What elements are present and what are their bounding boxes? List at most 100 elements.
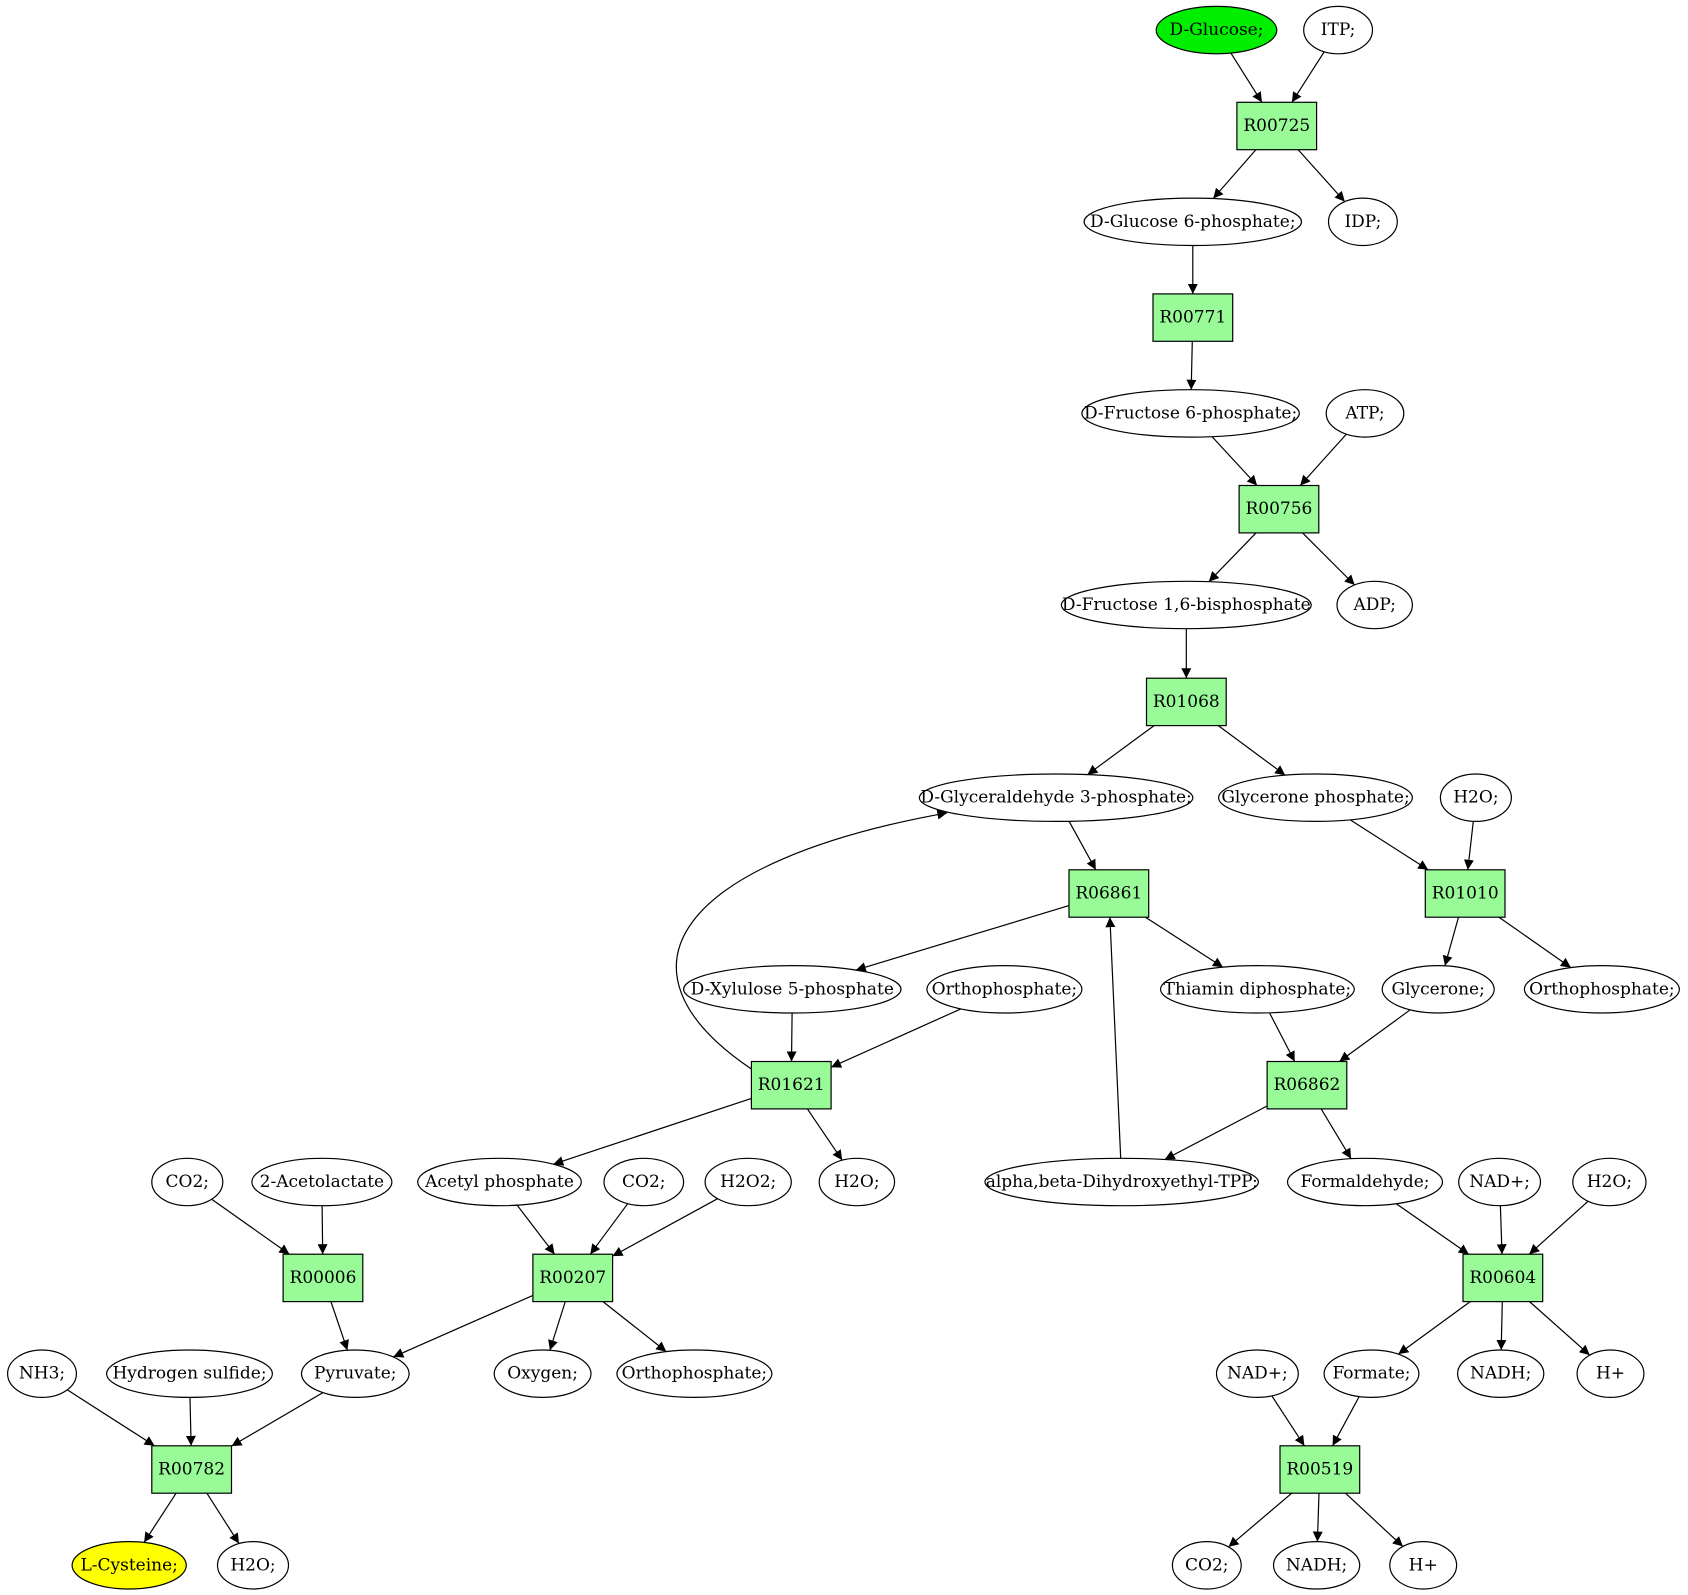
node-label: Orthophosphate; — [932, 979, 1077, 999]
metabolite-node-fbp: D-Fructose 1,6-bisphosphate — [1060, 580, 1312, 630]
edge-itp-to-r00725 — [1291, 51, 1325, 103]
edge-gap-to-r06861 — [1068, 821, 1097, 871]
node-ellipse — [151, 1157, 224, 1207]
metabolite-node-h2o-c: H2O; — [1572, 1157, 1647, 1207]
node-ellipse — [1303, 5, 1374, 55]
node-ellipse — [818, 1157, 896, 1207]
node-ellipse — [1523, 964, 1681, 1014]
metabolite-node-co2-a: CO2; — [151, 1157, 224, 1207]
edge-r01621-to-h2o_b — [806, 1108, 843, 1161]
edge-r01068-to-dhap — [1217, 725, 1286, 776]
edge-r00782-to-l_cysteine — [143, 1492, 177, 1543]
node-label: D-Fructose 1,6-bisphosphate — [1062, 595, 1311, 615]
metabolite-node-g6p: D-Glucose 6-phosphate; — [1083, 197, 1303, 247]
node-label: R00519 — [1286, 1460, 1353, 1480]
metabolite-node-h2o2: H2O2; — [704, 1157, 792, 1207]
metabolite-node-itp: ITP; — [1303, 5, 1374, 55]
node-box — [151, 1445, 233, 1494]
node-ellipse — [926, 964, 1083, 1014]
edge-r00725-to-idp — [1297, 149, 1346, 203]
metabolite-node-adp: ADP; — [1336, 580, 1414, 630]
node-label: R00725 — [1243, 116, 1310, 136]
node-label: D-Xylulose 5-phosphate — [691, 979, 894, 999]
node-box — [1424, 869, 1506, 918]
node-box — [1145, 677, 1227, 727]
metabolite-node-nadh-a: NADH; — [1456, 1349, 1545, 1399]
reaction-node-r00519: R00519 — [1279, 1445, 1361, 1494]
node-label: D-Glucose; — [1170, 20, 1264, 40]
node-label: R00006 — [290, 1268, 357, 1288]
node-ellipse — [1272, 1541, 1361, 1590]
node-box — [1279, 1445, 1361, 1494]
node-label: NADH; — [1470, 1364, 1531, 1384]
node-label: NAD+; — [1227, 1364, 1288, 1384]
node-ellipse — [1171, 1541, 1242, 1590]
node-ellipse — [1389, 1541, 1458, 1590]
edge-r01068-to-gap — [1087, 725, 1155, 776]
edge-he_tpp-to-r06861 — [1105, 917, 1122, 1159]
node-label: R06862 — [1273, 1075, 1340, 1095]
edge-dhap-to-r01010 — [1349, 819, 1429, 871]
metabolite-node-glycerone: Glycerone; — [1381, 964, 1495, 1014]
node-label: CO2; — [1185, 1555, 1229, 1575]
node-label: R06861 — [1075, 884, 1142, 904]
reaction-node-r01010: R01010 — [1424, 869, 1506, 918]
node-label: D-Glucose 6-phosphate; — [1090, 212, 1296, 232]
node-ellipse — [251, 1157, 393, 1207]
node-label: NAD+; — [1469, 1172, 1530, 1192]
node-box — [282, 1253, 364, 1303]
edge-nad_b-to-r00519 — [1271, 1395, 1305, 1447]
metabolite-node-oxygen: Oxygen; — [493, 1349, 592, 1399]
node-label: 2-Acetolactate — [260, 1172, 384, 1192]
node-ellipse — [1439, 773, 1513, 823]
node-ellipse — [704, 1157, 792, 1207]
node-label: Formaldehyde; — [1300, 1172, 1429, 1192]
node-label: Orthophosphate; — [622, 1364, 767, 1384]
node-label: R00604 — [1469, 1268, 1536, 1288]
edge-r06861-to-tpp — [1145, 916, 1224, 968]
node-box — [1152, 293, 1234, 342]
metabolite-node-nh3: NH3; — [6, 1349, 78, 1399]
edge-r00006-to-pyruvate — [330, 1301, 349, 1351]
node-label: H2O; — [834, 1172, 879, 1192]
node-box — [750, 1060, 832, 1110]
metabolite-node-pyruvate: Pyruvate; — [300, 1349, 410, 1399]
metabolite-node-hplus-a: H+ — [1576, 1349, 1645, 1399]
node-box — [1266, 1060, 1348, 1110]
edge-tpp-to-r06862 — [1268, 1012, 1296, 1062]
node-label: R00771 — [1159, 308, 1226, 328]
node-label: Glycerone; — [1392, 979, 1485, 999]
node-ellipse — [417, 1157, 582, 1207]
metabolite-node-formaldehyde: Formaldehyde; — [1286, 1157, 1444, 1207]
node-label: D-Fructose 6-phosphate; — [1084, 403, 1297, 423]
node-label: R01010 — [1432, 884, 1499, 904]
edge-r00207-to-pyruvate — [393, 1294, 534, 1358]
node-label: IDP; — [1344, 212, 1381, 232]
metabolite-node-acp: Acetyl phosphate — [417, 1157, 582, 1207]
metabolite-node-h2o-b: H2O; — [818, 1157, 896, 1207]
metabolite-node-pi-b: Orthophosphate; — [1523, 964, 1681, 1014]
node-ellipse — [984, 1157, 1259, 1207]
metabolite-node-pi-c: Orthophosphate; — [616, 1349, 773, 1399]
node-ellipse — [616, 1349, 773, 1399]
metabolite-node-co2-b: CO2; — [603, 1157, 685, 1207]
reaction-node-r00725: R00725 — [1236, 101, 1318, 151]
edge-glycerone-to-r06862 — [1339, 1009, 1411, 1062]
node-label: Orthophosphate; — [1529, 979, 1674, 999]
node-ellipse — [1572, 1157, 1647, 1207]
reaction-node-r00604: R00604 — [1462, 1253, 1544, 1303]
node-ellipse — [1336, 580, 1414, 630]
node-label: R00756 — [1245, 499, 1312, 519]
edge-r06862-to-he_tpp — [1164, 1105, 1268, 1161]
reaction-node-r00006: R00006 — [282, 1253, 364, 1303]
node-ellipse — [1327, 197, 1398, 247]
node-box — [1462, 1253, 1544, 1303]
node-label: H2O2; — [720, 1172, 776, 1192]
metabolite-node-h2s: Hydrogen sulfide; — [105, 1349, 274, 1399]
metabolite-node-co2-c: CO2; — [1171, 1541, 1242, 1590]
node-ellipse — [918, 773, 1194, 823]
metabolite-node-atp: ATP; — [1325, 389, 1405, 438]
node-ellipse — [1155, 5, 1278, 55]
edge-acetolactate-to-r00006 — [317, 1205, 328, 1255]
metabolite-node-nad-b: NAD+; — [1215, 1349, 1299, 1399]
